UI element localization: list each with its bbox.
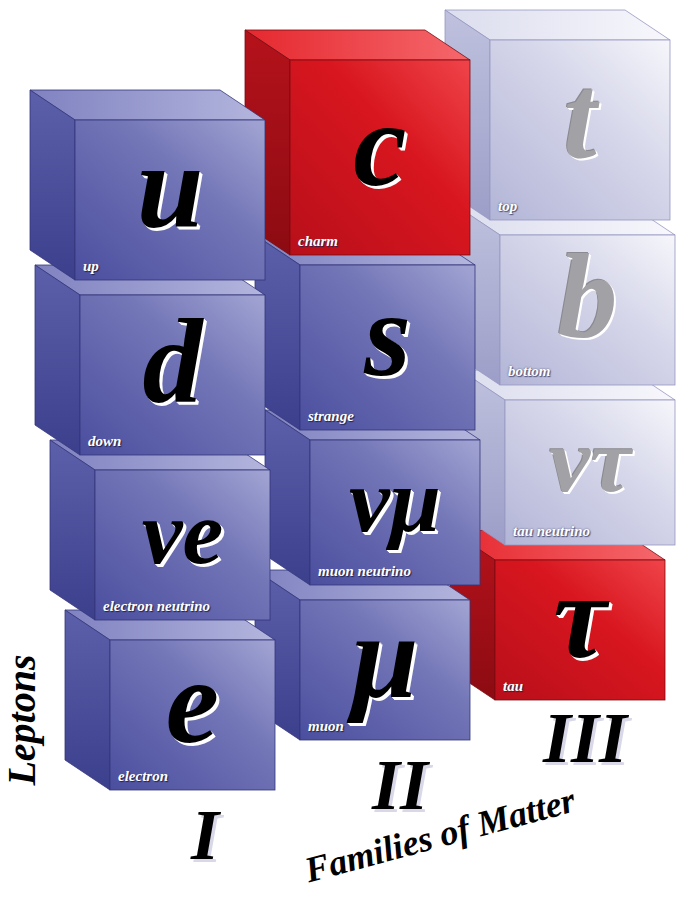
cube-shape [445, 10, 670, 220]
axis-caption: Families of Matter [301, 782, 579, 889]
axis-title: Leptons [2, 654, 42, 785]
particle-cube: ντ tau neutrino [460, 370, 675, 545]
cube-front-face [290, 60, 470, 255]
particle-symbol: μ [352, 597, 419, 717]
particle-name: charm [298, 233, 338, 250]
particle-cube: bbottom [455, 205, 675, 385]
cube-side-face [65, 610, 110, 790]
symbol-area: c [290, 60, 470, 229]
particle-name: electron [118, 768, 168, 785]
particle-name: tau neutrino [513, 523, 590, 540]
particle-cube: s strange [255, 235, 475, 430]
cube-side-face [35, 265, 80, 455]
symbol-area: b [500, 235, 675, 359]
particle-cube: μmuon [255, 570, 470, 740]
family-number: III [543, 702, 627, 774]
particle-symbol: u [137, 127, 204, 247]
cube-front-face [110, 640, 275, 790]
cube-side-face [265, 410, 310, 585]
cube-front-face [490, 40, 670, 220]
particle-name: bottom [508, 363, 551, 380]
particle-name: electron neutrino [103, 598, 210, 615]
symbol-area: t [490, 40, 670, 194]
cube-side-face [255, 235, 300, 430]
particle-cube: νe electron neutrino [50, 440, 270, 620]
symbol-area: μ [300, 600, 470, 714]
cube-front-face [500, 235, 675, 385]
particle-symbol: νμ [349, 454, 441, 546]
particle-name: top [498, 198, 517, 215]
particle-name: muon neutrino [318, 563, 411, 580]
symbol-area: ντ [505, 400, 675, 519]
cube-side-face [30, 90, 75, 280]
cube-front-face [300, 265, 475, 430]
cube-side-face [255, 570, 300, 740]
family-number: I [191, 799, 219, 871]
family-number: II [372, 749, 428, 821]
symbol-area: s [300, 265, 475, 404]
cube-side-face [245, 30, 290, 255]
particle-symbol: c [353, 85, 406, 205]
particle-cube: c charm [245, 30, 470, 255]
particle-symbol: s [364, 275, 411, 395]
particle-symbol: τ [553, 557, 606, 677]
symbol-area: τ [495, 560, 665, 674]
particle-cube: e electron [65, 610, 275, 790]
particle-symbol: e [166, 642, 219, 762]
cube-side-face [455, 205, 500, 385]
cube-side-face [450, 530, 495, 700]
particle-name: tau [503, 678, 523, 695]
particle-cube: u up [30, 90, 265, 280]
particle-symbol: b [558, 237, 618, 357]
cube-front-face [80, 295, 265, 455]
symbol-area: νe [95, 470, 270, 594]
particle-name: strange [308, 408, 354, 425]
cube-side-face [50, 440, 95, 620]
particle-name: up [83, 258, 99, 275]
symbol-area: d [80, 295, 265, 429]
cube-side-face [445, 10, 490, 220]
cube-front-face [95, 470, 270, 620]
particle-symbol: ντ [549, 414, 631, 506]
particle-symbol: d [143, 302, 203, 422]
particle-cube: τ tau [450, 530, 665, 700]
symbol-area: νμ [310, 440, 480, 559]
cube-front-face [310, 440, 480, 585]
particle-symbol: νe [142, 486, 224, 578]
symbol-area: e [110, 640, 275, 764]
particle-cube: t top [445, 10, 670, 220]
particle-symbol: t [563, 57, 596, 177]
particle-cube: νμ muon neutrino [265, 410, 480, 585]
particle-name: down [88, 433, 121, 450]
particle-name: muon [308, 718, 344, 735]
particle-cube: d down [35, 265, 265, 455]
symbol-area: u [75, 120, 265, 254]
cube-front-face [75, 120, 265, 280]
cube-front-face [505, 400, 675, 545]
cube-side-face [460, 370, 505, 545]
